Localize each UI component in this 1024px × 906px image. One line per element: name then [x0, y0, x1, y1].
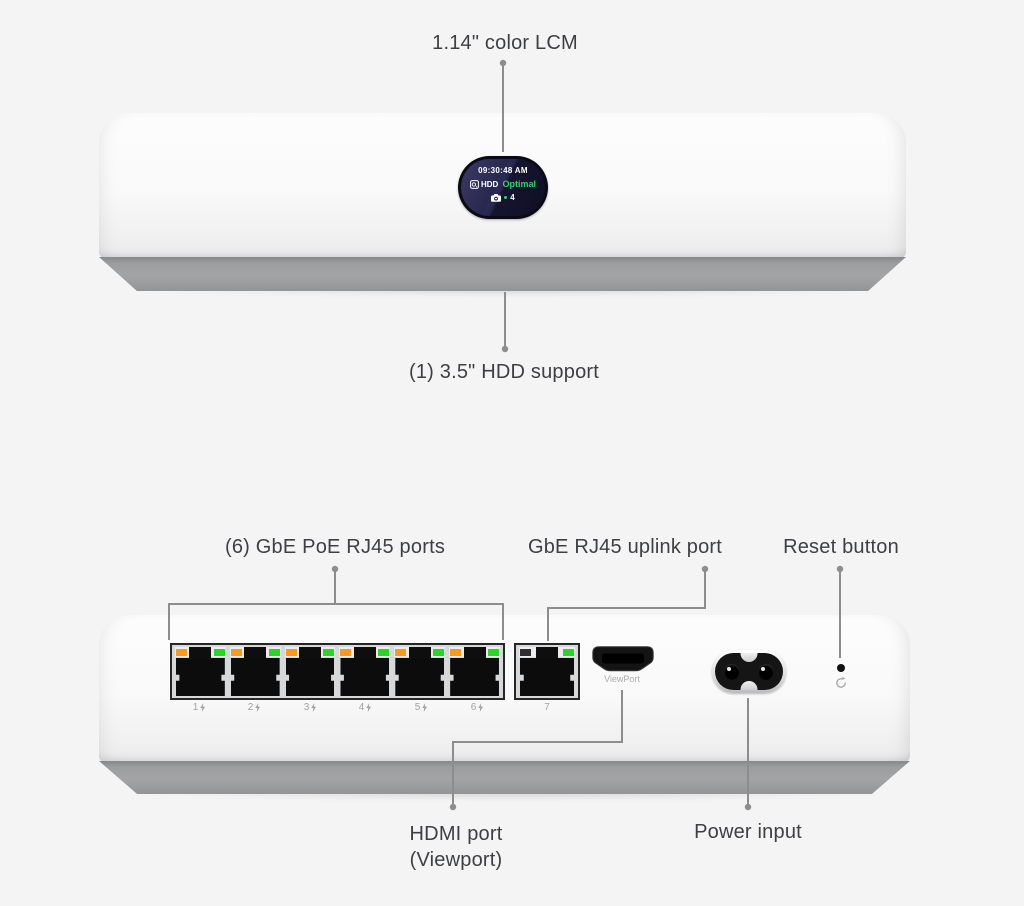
port-label-6: 6: [471, 702, 484, 713]
port-label-1: 1: [193, 702, 206, 713]
rj45-port-4: [339, 647, 391, 696]
link-led-green: [213, 649, 225, 656]
link-led-green: [487, 649, 499, 656]
uplink-callout-label: GbE RJ45 uplink port: [527, 536, 723, 558]
power-callout-label: Power input: [694, 821, 802, 843]
rj45-tab: [463, 647, 486, 659]
rj45-port-5: [394, 647, 446, 696]
hdmi-callout-line2: (Viewport): [409, 849, 503, 871]
lightning-bolt-icon: [254, 703, 260, 712]
power-callout-dot: [744, 803, 752, 811]
reset-arrow-icon: [834, 676, 848, 695]
lcm-screen: 09:30:48 AM HDD Optimal: [461, 159, 545, 216]
hdmi-port-label: ViewPort: [604, 674, 640, 684]
hdmi-callout-line1: HDMI port: [409, 823, 503, 845]
link-led-green: [433, 649, 445, 656]
lcm-display: 09:30:48 AM HDD Optimal: [458, 156, 548, 219]
reset-button: [837, 664, 845, 672]
poe-ports-callout-label: (6) GbE PoE RJ45 ports: [224, 536, 446, 558]
power-inlet: [712, 650, 786, 693]
lcm-callout-label: 1.14" color LCM: [432, 32, 578, 54]
rj45-jack: [395, 658, 445, 696]
rj45-port-2: [229, 647, 281, 696]
poe-ports-block: [170, 643, 505, 700]
rj45-jack: [285, 658, 335, 696]
power-pin-hole: [758, 663, 774, 680]
lightning-bolt-icon: [365, 703, 371, 712]
rj45-tab: [189, 647, 212, 659]
rj45-jack: [520, 658, 574, 696]
uplink-led-off: [520, 649, 531, 656]
rj45-tab: [299, 647, 322, 659]
link-led-green: [268, 649, 280, 656]
port-label-4: 4: [359, 702, 372, 713]
link-led-green: [378, 649, 390, 656]
lightning-bolt-icon: [477, 703, 483, 712]
uplink-led-green: [563, 649, 574, 656]
lcm-hdd-status: Optimal: [502, 179, 536, 189]
uplink-callout-dot: [701, 565, 709, 573]
hdd-callout-dot: [501, 345, 509, 353]
rj45-port-3: [284, 647, 336, 696]
lightning-bolt-icon: [310, 703, 316, 712]
power-notch: [740, 653, 758, 662]
rj45-port-7: [519, 647, 575, 696]
rj45-tab: [536, 647, 558, 659]
hdd-icon: [470, 179, 479, 189]
rj45-port-1: [175, 647, 226, 696]
link-led-green: [323, 649, 335, 656]
poe-led-orange: [285, 649, 297, 656]
uplink-port-block: [514, 643, 580, 700]
rj45-tab: [353, 647, 376, 659]
camera-status-dot: [504, 196, 508, 199]
poe-led-orange: [340, 649, 352, 656]
hdmi-callout-dot: [449, 803, 457, 811]
port-label-7: 7: [544, 702, 550, 713]
rj45-jack: [340, 658, 390, 696]
port-label-2: 2: [248, 702, 261, 713]
device-back-base: [99, 761, 910, 794]
hdd-callout-label: (1) 3.5" HDD support: [408, 361, 600, 383]
hdmi-callout-label: HDMI port (Viewport): [386, 821, 526, 873]
device-front-base: [99, 257, 906, 291]
reset-callout-label: Reset button: [783, 536, 899, 558]
poe-led-orange: [395, 649, 407, 656]
lcm-callout-dot: [499, 59, 507, 67]
rj45-tab: [244, 647, 267, 659]
rj45-jack: [230, 658, 280, 696]
power-notch: [740, 681, 758, 690]
port-label-3: 3: [304, 702, 317, 713]
rj45-jack: [450, 658, 499, 696]
poe-led-orange: [230, 649, 242, 656]
rj45-tab: [408, 647, 431, 659]
lcm-hdd-label: HDD: [481, 179, 499, 189]
lcm-time: 09:30:48 AM: [478, 166, 528, 175]
camera-icon: [491, 193, 502, 202]
poe-callout-dot: [331, 565, 339, 573]
power-pin-hole: [724, 663, 740, 680]
poe-led-orange: [176, 649, 187, 656]
port-label-5: 5: [415, 702, 428, 713]
power-inlet-opening: [715, 653, 783, 690]
reset-callout-dot: [836, 565, 844, 573]
lightning-bolt-icon: [199, 703, 205, 712]
rj45-port-6: [449, 647, 500, 696]
lightning-bolt-icon: [421, 703, 427, 712]
poe-led-orange: [450, 649, 462, 656]
rj45-jack: [176, 658, 225, 696]
lcm-camera-count: 4: [510, 193, 515, 202]
hdmi-port: [592, 646, 654, 677]
